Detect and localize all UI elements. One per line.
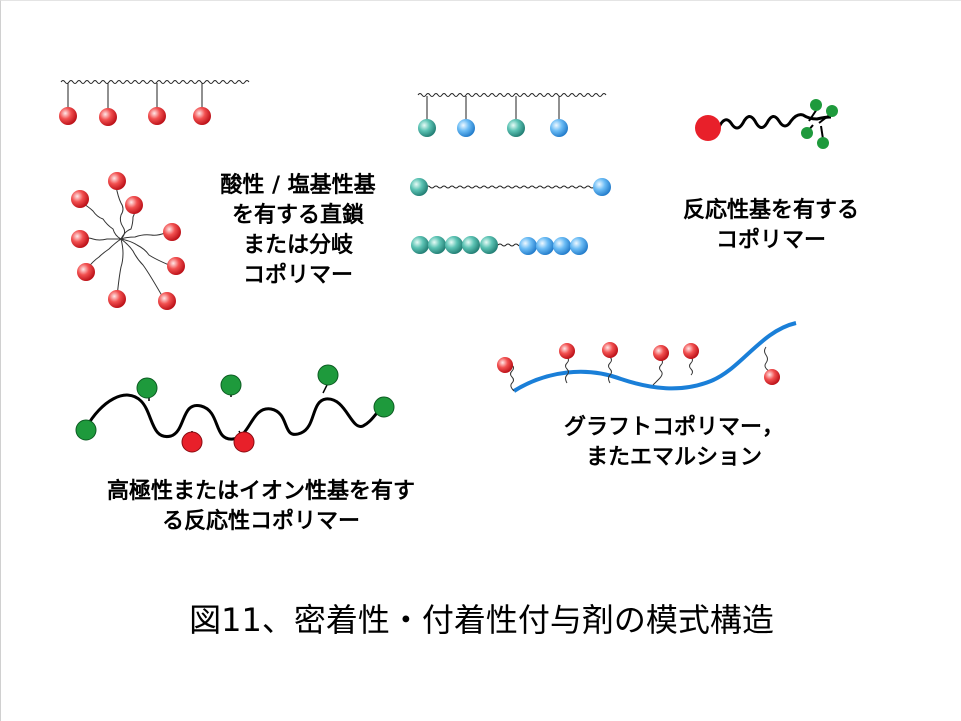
red-bead <box>158 292 176 310</box>
comb-copolymer-red <box>59 80 250 126</box>
blue-bead <box>457 119 475 137</box>
label-line: 反応性基を有する <box>682 198 859 223</box>
blue-bead <box>536 237 554 255</box>
blue-bead <box>519 237 537 255</box>
green-ball <box>75 419 97 441</box>
label-line: グラフトコポリマー， <box>563 415 784 440</box>
label-graft-copolymer: グラフトコポリマー， またエマルション <box>549 413 799 473</box>
red-bead <box>108 290 126 308</box>
blue-bead <box>570 237 588 255</box>
red-bead <box>148 107 166 125</box>
red-bead <box>59 107 77 125</box>
green-ball <box>136 377 158 399</box>
green-bead <box>810 99 822 111</box>
red-bead <box>653 345 669 361</box>
label-polar-ionic-copolymer: 高極性またはイオン性基を有す る反応性コポリマー <box>71 477 451 537</box>
label-line: または分岐 <box>242 233 353 258</box>
red-bead <box>683 343 699 359</box>
green-bead <box>817 137 829 149</box>
red-bead <box>193 107 211 125</box>
green-ball <box>373 396 395 418</box>
figure-caption: 図11、密着性・付着性付与剤の模式構造 <box>189 601 774 639</box>
red-bead <box>71 230 89 248</box>
label-line: 高極性またはイオン性基を有す <box>106 479 415 504</box>
label-line: コポリマー <box>242 263 353 288</box>
star-beads <box>71 172 185 310</box>
polar-ionic-copolymer <box>75 364 395 453</box>
label-line: 酸性 / 塩基性基 <box>220 173 376 198</box>
blue-bead <box>593 178 611 196</box>
star-copolymer-red <box>77 185 170 302</box>
teal-bead <box>445 236 463 254</box>
red-bead <box>602 342 618 358</box>
block-copolymer <box>411 236 588 255</box>
backbone-chain <box>60 80 250 84</box>
red-bead <box>71 190 89 208</box>
label-line: る反応性コポリマー <box>161 509 360 534</box>
blue-bead <box>550 119 568 137</box>
label-line: コポリマー <box>715 228 826 253</box>
red-bead <box>108 172 126 190</box>
comb-copolymer-teal-blue <box>417 93 607 137</box>
teal-bead <box>507 119 525 137</box>
red-ball <box>233 431 255 453</box>
red-bead <box>163 223 181 241</box>
green-bead <box>801 127 813 139</box>
red-bead <box>167 257 185 275</box>
red-bead <box>559 343 575 359</box>
red-bead <box>764 369 780 385</box>
reactive-copolymer <box>695 99 838 149</box>
green-ball <box>220 374 242 396</box>
label-reactive-copolymer: 反応性基を有する コポリマー <box>661 196 881 256</box>
red-ball <box>181 431 203 453</box>
teal-bead <box>411 236 429 254</box>
telechelic-chain <box>410 178 611 196</box>
teal-bead <box>418 119 436 137</box>
red-bead <box>99 108 117 126</box>
red-bead <box>497 357 513 373</box>
teal-bead <box>410 178 428 196</box>
red-bead <box>125 196 143 214</box>
label-line: を有する直鎖 <box>231 203 364 228</box>
graft-copolymer <box>497 321 797 393</box>
teal-bead <box>428 236 446 254</box>
red-bead <box>77 263 95 281</box>
teal-bead <box>480 236 498 254</box>
blue-bead <box>553 237 571 255</box>
label-acid-base-copolymer: 酸性 / 塩基性基 を有する直鎖 または分岐 コポリマー <box>193 171 403 291</box>
label-line: またエマルション <box>585 445 762 470</box>
green-ball <box>317 364 339 386</box>
teal-bead <box>462 236 480 254</box>
red-ball <box>695 115 721 141</box>
green-bead <box>826 105 838 117</box>
